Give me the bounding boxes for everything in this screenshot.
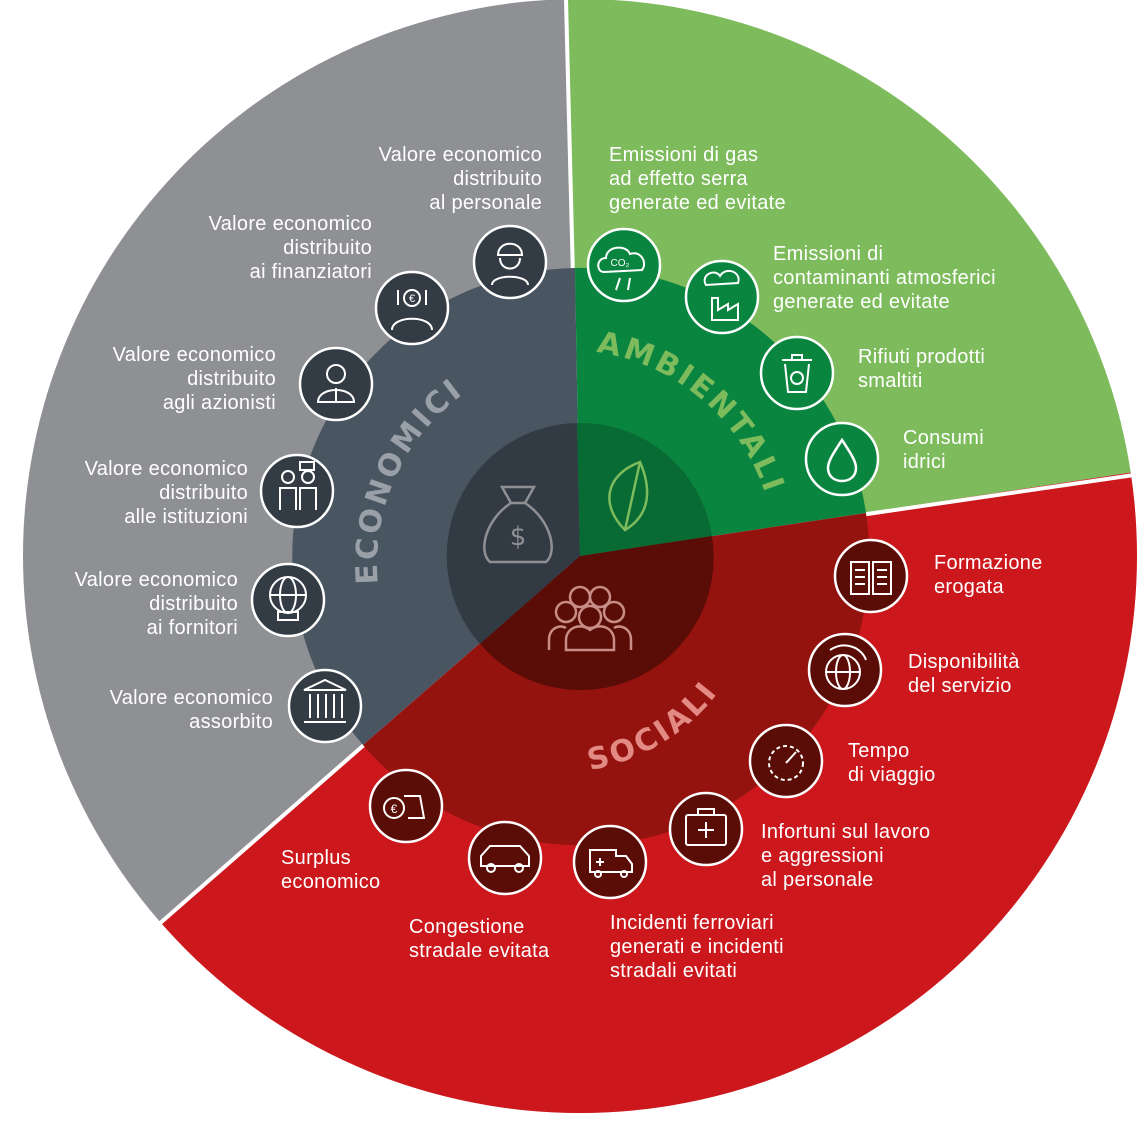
- environmental-core: [577, 422, 712, 556]
- label-soc-tempo: Tempo di viaggio: [848, 740, 936, 786]
- money-bag-icon: $: [483, 485, 553, 564]
- bank-building-icon: [287, 668, 363, 744]
- car-icon: [467, 820, 543, 896]
- svg-text:€: €: [409, 293, 415, 305]
- label-eco-assorbito: Valore economico assorbito: [109, 687, 273, 733]
- label-env-gas: Emissioni di gas ad effetto serra genera…: [609, 144, 786, 214]
- label-soc-infortuni: Infortuni sul lavoro e aggressioni al pe…: [761, 821, 931, 891]
- shareholder-icon: [298, 346, 374, 422]
- co2-cloud-icon: CO₂: [586, 227, 662, 303]
- label-soc-formazione: Formazione erogata: [934, 552, 1043, 598]
- ambulance-icon: [572, 824, 648, 900]
- svg-text:CO₂: CO₂: [611, 258, 630, 269]
- label-soc-servizio: Disponibilità del servizio: [908, 651, 1020, 697]
- globe-arrow-icon: [807, 632, 883, 708]
- worker-icon: [472, 224, 548, 300]
- euro-coins-icon: €: [368, 768, 444, 844]
- label-soc-surplus: Surplus economico: [281, 847, 381, 893]
- label-env-rifiuti: Rifiuti prodotti smaltiti: [858, 346, 986, 392]
- svg-text:€: €: [391, 802, 398, 816]
- leaf-icon: [608, 460, 649, 532]
- water-drop-icon: [804, 421, 880, 497]
- economic-core: [446, 423, 580, 644]
- label-eco-azionisti: Valore economico distribuito agli azioni…: [112, 344, 276, 414]
- first-aid-kit-icon: [668, 791, 744, 867]
- label-eco-istituzioni: Valore economico distribuito alle istitu…: [84, 458, 248, 528]
- people-group-icon: [547, 585, 633, 652]
- stopwatch-icon: [748, 723, 824, 799]
- label-eco-personale: Valore economico distribuito al personal…: [378, 144, 542, 214]
- social-core: [480, 536, 714, 691]
- label-soc-incidenti: Incidenti ferroviari generati e incident…: [610, 912, 784, 982]
- financier-icon: €: [374, 270, 450, 346]
- label-eco-fornitori: Valore economico distribuito ai fornitor…: [74, 569, 238, 639]
- label-env-contaminanti: Emissioni di contaminanti atmosferici ge…: [773, 243, 996, 313]
- factory-smoke-icon: [684, 259, 760, 335]
- institution-people-icon: [259, 453, 335, 529]
- label-soc-congestione: Congestione stradale evitata: [409, 916, 550, 962]
- label-env-idrici: Consumi idrici: [903, 427, 985, 473]
- open-book-icon: [833, 538, 909, 614]
- supplier-globe-icon: [250, 562, 326, 638]
- label-eco-finanziatori: Valore economico distribuito ai finanzia…: [208, 213, 372, 283]
- svg-text:$: $: [510, 522, 527, 552]
- recycle-bin-icon: [759, 335, 835, 411]
